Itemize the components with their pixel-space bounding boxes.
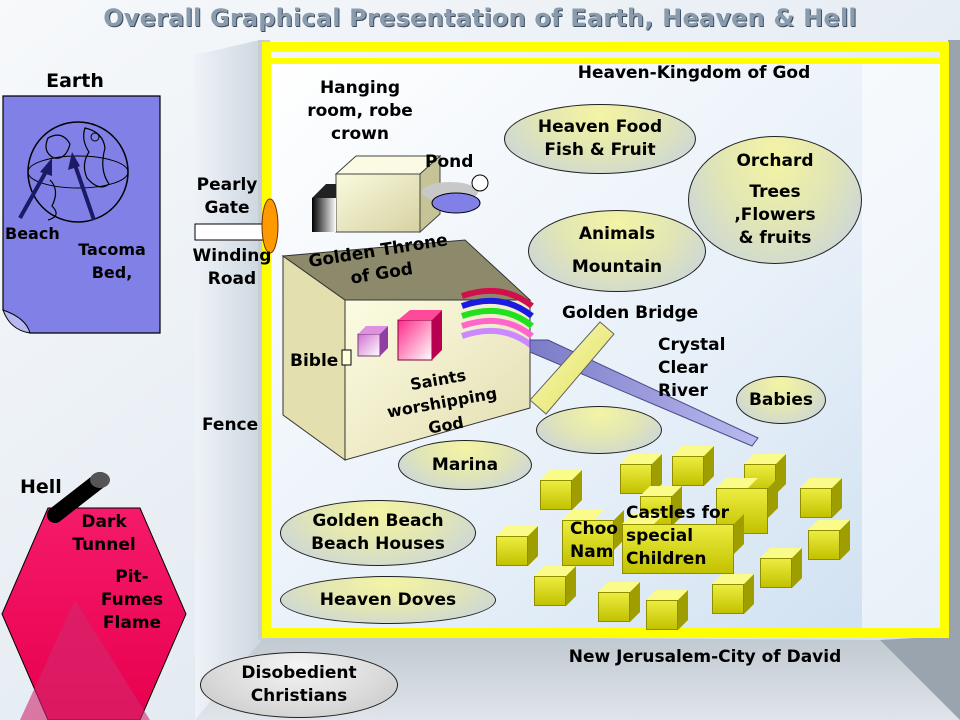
castles-label: Castles for special Children <box>626 503 730 569</box>
winding-road-label: Winding Road <box>192 246 272 289</box>
babies: Babies <box>736 376 826 424</box>
beach-arrow-head <box>40 158 52 176</box>
lavender-cube-side <box>380 326 388 356</box>
castle-cube <box>534 566 576 606</box>
hell-pit <box>20 600 150 720</box>
hanging-room-label: Hanging room, robe crown <box>307 78 413 144</box>
choo-nam-label: Choo Nam <box>570 519 618 562</box>
animals-mountain: Animals Mountain <box>528 210 706 292</box>
heaven-kingdom-label: Heaven-Kingdom of God <box>577 63 811 83</box>
pearly-gate <box>261 198 279 254</box>
pearly-gate-label: Pearly Gate <box>196 175 258 218</box>
heaven-food: Heaven Food Fish & Fruit <box>504 104 696 174</box>
castle-cube <box>808 520 850 560</box>
lavender-cube-top <box>358 326 388 334</box>
lavender-cube-front <box>357 333 381 357</box>
orchard-body: Trees ,Flowers & fruits <box>734 182 816 248</box>
pink-cube-side <box>432 310 442 360</box>
castle-cube <box>760 548 802 588</box>
mountain-label: Mountain <box>571 257 663 277</box>
globe-land-1 <box>45 134 71 159</box>
castle-cube <box>672 446 714 486</box>
bible-label: Bible <box>290 351 339 371</box>
golden-bridge <box>529 321 615 415</box>
hanging-room-front <box>335 173 421 233</box>
castle-cube <box>646 590 688 630</box>
disobedient-christians: Disobedient Christians <box>200 652 398 718</box>
page-title: Overall Graphical Presentation of Earth,… <box>103 4 857 32</box>
orchard-title: Orchard <box>736 151 814 171</box>
globe-land-3 <box>47 179 57 221</box>
tacoma-label: Tacoma Bed, <box>78 240 146 282</box>
globe-land-2 <box>83 127 110 188</box>
earth-page-curl <box>2 309 31 334</box>
pond-water <box>431 192 481 214</box>
golden-beach: Golden Beach Beach Houses <box>280 500 476 566</box>
castle-cube <box>800 478 842 518</box>
rainbow <box>461 287 534 349</box>
castle-cube-large <box>562 510 624 566</box>
crystal-river-label: Crystal Clear River <box>658 335 726 401</box>
pond-pearl <box>471 174 489 192</box>
beach-label: Beach <box>5 224 60 243</box>
beach-arrow-shaft <box>18 167 50 219</box>
frame-bottom <box>268 628 948 638</box>
earth-heading: Earth <box>46 70 104 92</box>
pink-cube-top <box>398 310 442 320</box>
throne-top <box>281 239 532 301</box>
robe-cube-top <box>312 184 336 198</box>
castle-cube <box>540 470 582 510</box>
castle-cube <box>620 454 662 494</box>
frame-left <box>262 42 271 638</box>
golden-bridge-label: Golden Bridge <box>562 303 699 323</box>
globe-line <box>27 155 129 189</box>
frame-top-inner <box>268 58 948 64</box>
castle-cube <box>712 574 754 614</box>
globe-island <box>90 132 100 142</box>
fence-label: Fence <box>202 415 259 435</box>
robe-cube-front <box>312 198 336 232</box>
animals-label: Animals <box>578 224 656 244</box>
orchard: Orchard Trees ,Flowers & fruits <box>688 136 862 264</box>
tacoma-arrow-head <box>68 152 80 170</box>
gate-road <box>194 223 269 241</box>
floor-corner <box>880 636 960 720</box>
dark-tunnel-pipe <box>47 472 108 523</box>
hell-heading: Hell <box>20 476 62 498</box>
frame-top <box>268 42 948 52</box>
new-jerusalem-label: New Jerusalem-City of David <box>568 647 842 667</box>
pond-label: Pond <box>425 152 474 172</box>
heaven-doves: Heaven Doves <box>280 576 496 624</box>
frame-right <box>940 42 949 638</box>
blank-oval <box>536 406 662 454</box>
right-post <box>948 40 960 660</box>
left-wall <box>195 40 262 720</box>
dark-tunnel-label: Dark Tunnel <box>72 512 136 555</box>
castle-cube-large <box>622 514 744 574</box>
tacoma-arrow-shaft <box>72 161 96 221</box>
pit-label: Pit- Fumes Flame <box>100 567 164 633</box>
dark-tunnel-mouth <box>90 472 110 488</box>
castle-cube <box>496 526 538 566</box>
castle-cube <box>598 582 640 622</box>
bible-icon <box>341 349 352 366</box>
pink-cube-front <box>397 319 433 361</box>
marina: Marina <box>398 440 532 490</box>
heaven-light <box>862 60 942 632</box>
